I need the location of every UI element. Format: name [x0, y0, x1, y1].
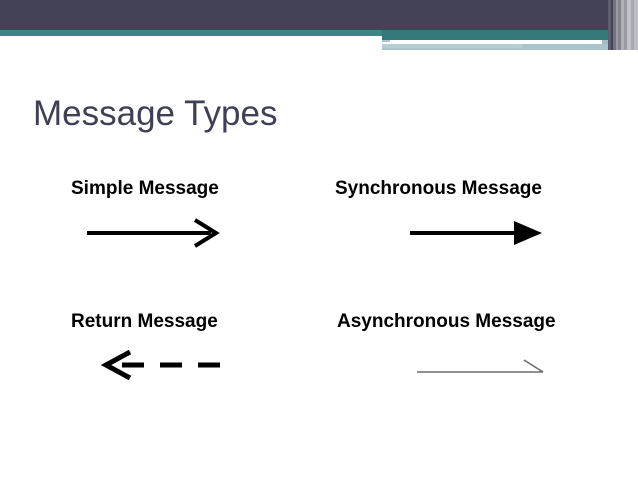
header-white-cutout — [0, 36, 382, 44]
header-dark-band — [0, 0, 638, 30]
page-title: Message Types — [33, 94, 278, 133]
label-synchronous-message: Synchronous Message — [335, 178, 542, 199]
label-asynchronous-message: Asynchronous Message — [337, 311, 556, 332]
label-return-message: Return Message — [71, 311, 218, 332]
label-simple-message: Simple Message — [71, 178, 219, 199]
header-white-underline — [0, 50, 638, 58]
header-vertical-stripes — [608, 0, 638, 50]
header-teal-band — [0, 30, 638, 36]
header-accent-pale-bar-short — [382, 44, 522, 48]
header-accent-dark-bar — [382, 30, 638, 40]
header-accent-white-line — [390, 40, 602, 44]
asynchronous-message-arrow — [415, 350, 555, 385]
return-message-arrow — [100, 349, 235, 385]
synchronous-message-arrow — [408, 218, 548, 253]
simple-message-arrow — [85, 218, 225, 253]
